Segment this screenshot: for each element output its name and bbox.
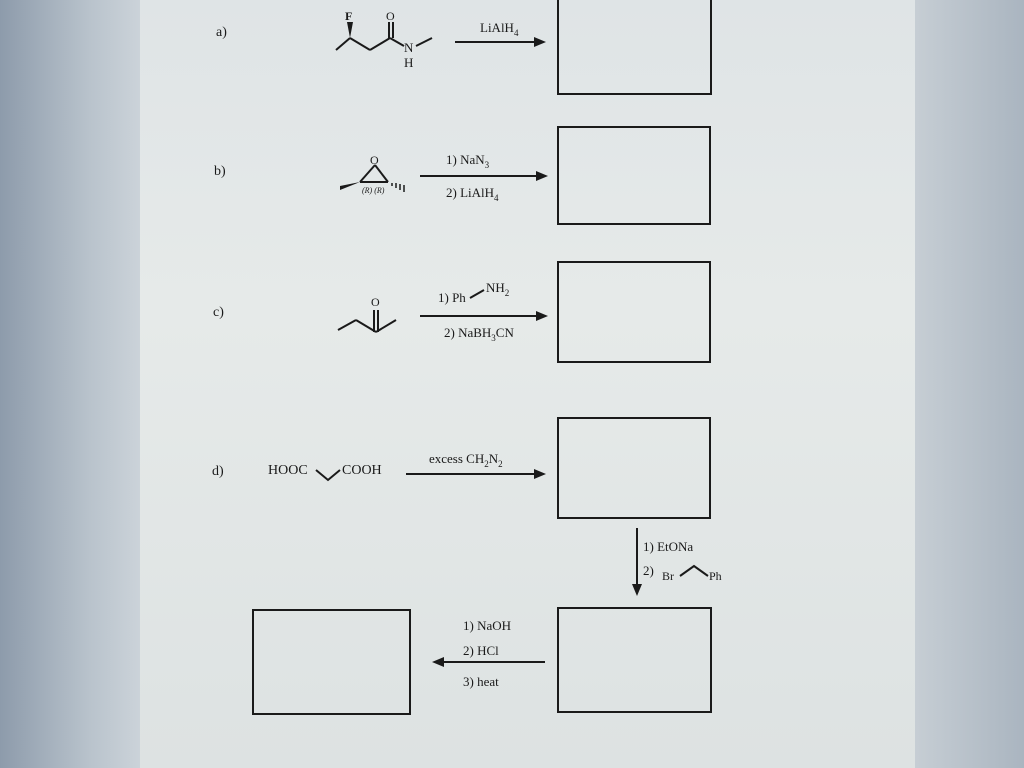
arrowhead-d1 (534, 469, 546, 479)
benzyl-bromide-linker (679, 564, 709, 577)
answer-box-d2[interactable] (557, 607, 712, 713)
reagent-d2-br: Br (662, 569, 674, 583)
substrate-d-left: HOOC (268, 463, 308, 478)
reagent-b-step1: 1) NaN3 (446, 152, 490, 170)
atom-f: F (345, 9, 352, 23)
atom-o-c: O (371, 295, 380, 309)
arrowhead-d3 (432, 657, 444, 667)
row-label-b: b) (214, 164, 226, 179)
arrowhead-a (534, 37, 546, 47)
answer-box-b[interactable] (557, 126, 711, 225)
atom-o-a: O (386, 9, 395, 23)
answer-box-d3[interactable] (252, 609, 411, 715)
worksheet-page (140, 0, 915, 768)
wedge-bond-b (340, 182, 360, 190)
arrowhead-c (536, 311, 548, 321)
substrate-d-right: COOH (342, 463, 382, 478)
answer-box-d1[interactable] (557, 417, 711, 519)
reagent-a: LiAlH4 (480, 20, 519, 38)
reagent-c-step1-nh2: NH2 (486, 280, 509, 298)
reagent-d2-step2-num: 2) (643, 563, 654, 578)
substrate-linker (315, 469, 341, 482)
reagent-b-step2: 2) LiAlH4 (446, 185, 499, 203)
reagent-c-step2: 2) NaBH3CN (444, 325, 514, 343)
answer-box-a[interactable] (557, 0, 712, 95)
background-left (0, 0, 150, 768)
row-label-a: a) (216, 25, 227, 40)
reagent-d2-step1: 1) EtONa (643, 539, 693, 554)
row-label-d: d) (212, 464, 224, 479)
molecule-c (337, 310, 397, 333)
reagent-d3-step1: 1) NaOH (463, 618, 511, 633)
row-label-c: c) (213, 305, 224, 320)
wedge-bond-a (347, 22, 353, 38)
arrowhead-d2 (632, 584, 642, 596)
reagent-d3-step3: 3) heat (463, 674, 499, 689)
arrowhead-b (536, 171, 548, 181)
atom-n-a: N (404, 40, 414, 55)
reagent-c-step1-prefix: 1) Ph (438, 290, 466, 305)
reagent-d2-ph: Ph (709, 569, 722, 583)
reagent-d3-step2: 2) HCl (463, 643, 499, 658)
reagent-d1: excess CH2N2 (429, 451, 503, 469)
stereo-labels-b: (R) (R) (362, 186, 385, 195)
molecule-b (359, 164, 389, 183)
answer-box-c[interactable] (557, 261, 711, 363)
hashed-bond-b (391, 183, 405, 192)
background-right (904, 0, 1024, 768)
atom-o-b: O (370, 153, 379, 167)
atom-h-a: H (404, 55, 413, 70)
molecule-a (335, 22, 433, 51)
aniline-linker (469, 289, 485, 299)
